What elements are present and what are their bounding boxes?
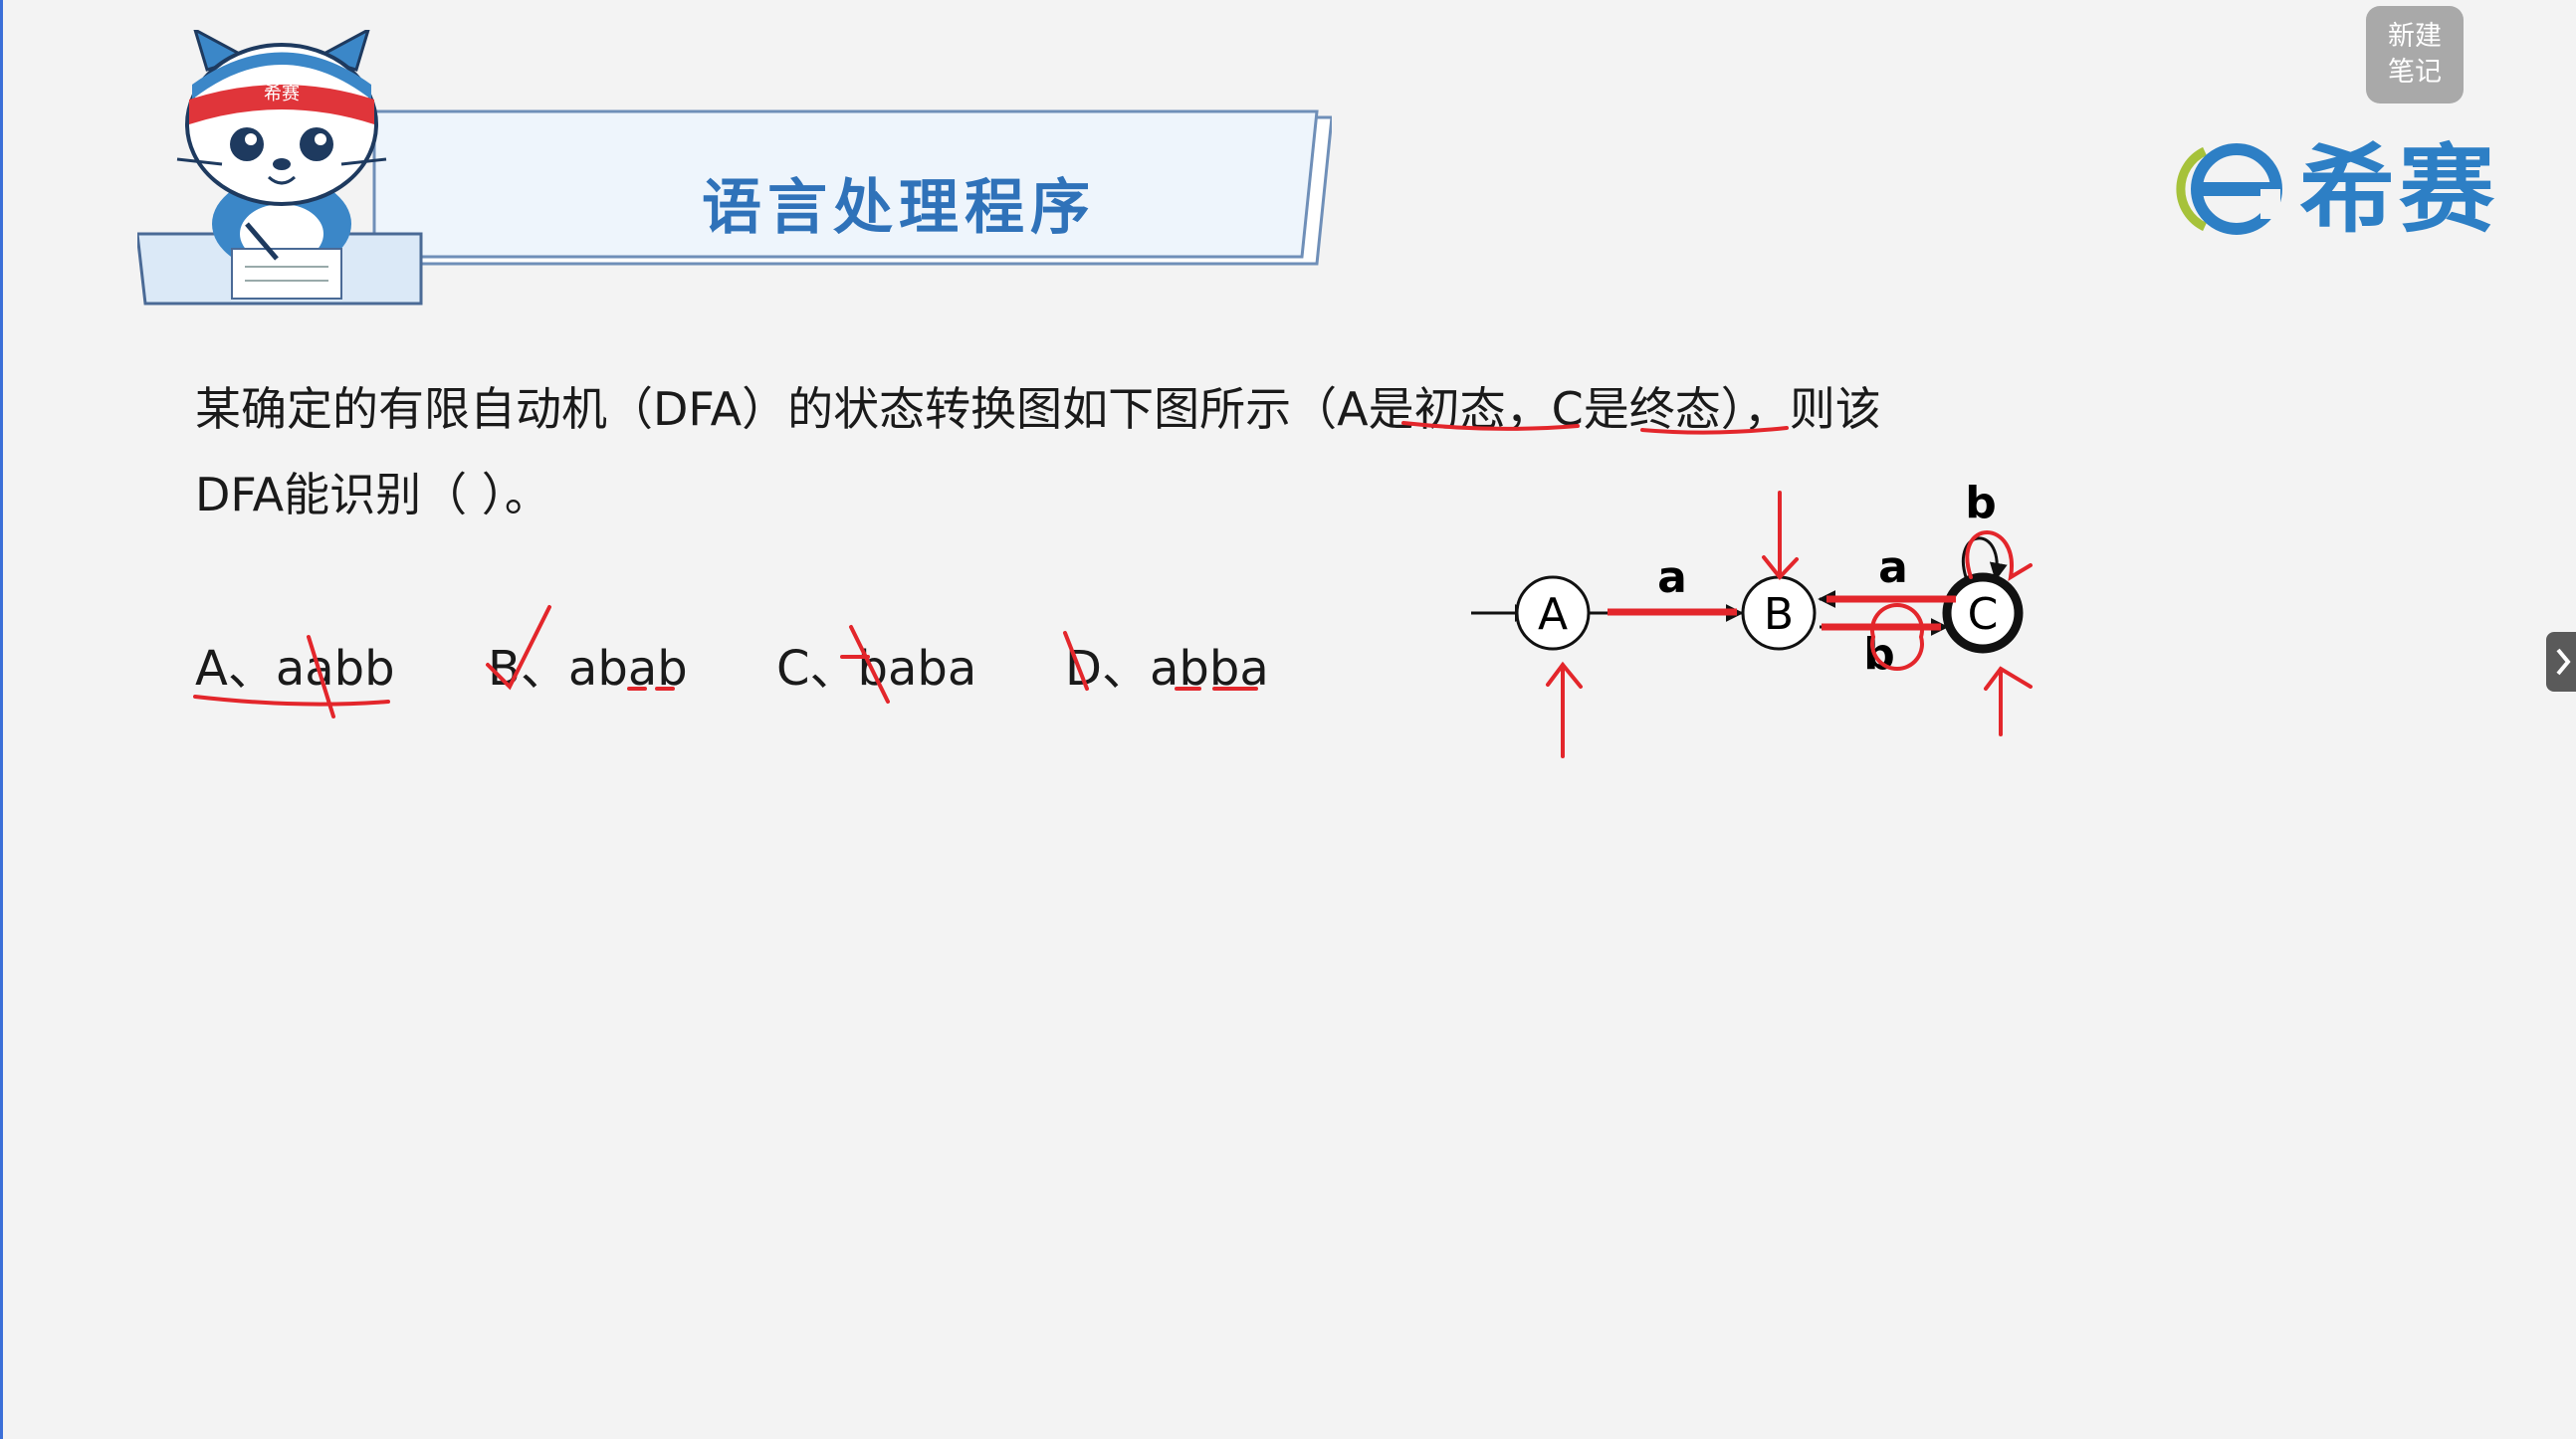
mascot-badge: 希赛	[264, 84, 300, 104]
option-a[interactable]: A、aabb	[195, 641, 395, 697]
page-title: 语言处理程序	[702, 173, 1096, 243]
question-text: 某确定的有限自动机（DFA）的状态转换图如下图所示（A是初态，C是终态），则该 …	[195, 366, 2037, 537]
question-line-2: DFA能识别（ ）。	[195, 468, 550, 521]
option-c[interactable]: C、baba	[776, 641, 977, 697]
new-note-line1: 新建	[2388, 21, 2442, 52]
edge-c-loop-label: b	[1965, 478, 1997, 528]
state-a	[1515, 575, 1591, 651]
option-d[interactable]: D、abba	[1065, 641, 1269, 697]
edge-b-to-c-label: b	[1863, 629, 1895, 680]
edge-a-to-b-label: a	[1657, 552, 1687, 603]
next-page-tab[interactable]	[2546, 632, 2576, 692]
state-c-label: C	[1968, 589, 1999, 640]
new-note-line2: 笔记	[2388, 57, 2442, 88]
option-b[interactable]: B、abab	[488, 641, 688, 697]
edge-c-to-b-label: a	[1878, 542, 1908, 593]
question-line-1: 某确定的有限自动机（DFA）的状态转换图如下图所示（A是初态，C是终态），则该	[195, 382, 1881, 436]
dfa-state-diagram: a a b b A B C	[1471, 478, 2024, 680]
new-note-button[interactable]: 新建 笔记	[2366, 6, 2464, 103]
state-a-label: A	[1538, 589, 1568, 640]
title-banner: 希赛	[137, 30, 1332, 306]
brand-e-icon	[2176, 143, 2282, 235]
state-b-label: B	[1764, 589, 1794, 640]
chevron-right-icon	[2556, 648, 2571, 676]
left-edge-bar	[0, 0, 3, 1439]
brand-name: 希赛	[2299, 134, 2498, 246]
brand-logo: 希赛	[2165, 129, 2503, 249]
